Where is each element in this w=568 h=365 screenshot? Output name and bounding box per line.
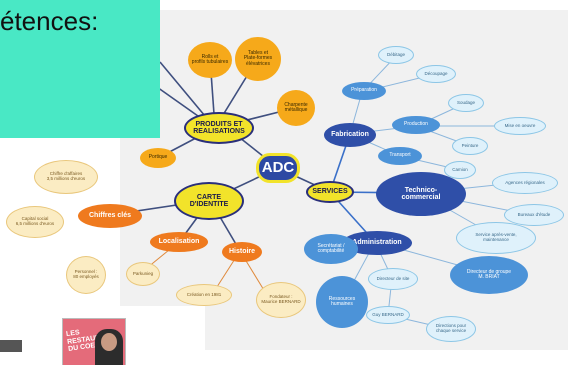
center-node-adc: ADC [256,153,300,183]
person-face [101,333,117,351]
node-capital-social: Capital social 6,5 millions d'euros [6,206,64,238]
branch-carte: CARTE D'IDENTITE [174,182,244,220]
node-transport: Transport [378,147,422,165]
left-edge-image-sliver [0,340,22,352]
node-production: Production [392,116,440,134]
node-debitage: Débitage [378,46,414,64]
node-chiffre-affaires: Chiffre d'affaires 3,5 millions d'euros [34,160,98,194]
branch-services: SERVICES [306,181,354,203]
node-guy-bernard: Guy BERNARD [366,306,410,324]
node-chiffres-cles: Chiffres clés [78,204,142,228]
node-portique: Portique [140,148,176,168]
title-box: étences: [0,0,160,138]
photo-panel: LES RESTAURANTS DU COEUR [0,306,205,365]
node-parking: Parkunieg [126,262,160,286]
node-personnel: Personnel : 80 employés [66,256,106,294]
node-preparation: Préparation [342,82,386,100]
node-peinture: Peinture [452,137,488,155]
node-technico-commercial: Technico- commercial [376,172,466,216]
node-bureaux-etude: Bureaux d'étude [504,204,564,226]
node-camion: Camion [444,161,476,179]
node-tables: Tables et Plate-formes élévatrices [235,37,281,81]
node-sav: Service après-vente, maintenance [456,222,536,254]
node-histoire: Histoire [222,242,262,262]
slide-title: étences: [0,6,99,36]
node-secretariat: Secrétariat / comptabilité [304,234,358,264]
branch-produits: PRODUITS ET REALISATIONS [184,112,254,144]
node-soudage: Soudage [448,94,484,112]
node-creation: Création en 1981 [176,284,232,306]
node-charpente: Charpente métallique [277,90,315,126]
mind-map-canvas: ADC PRODUITS ET REALISATIONS Rolls et pr… [6,10,568,350]
node-rolls: Rolls et profils tubulaires [188,42,232,78]
node-fabrication: Fabrication [324,123,376,147]
node-directeur-groupe: Directeur de groupe M. BRIAT [450,256,528,294]
node-localisation: Localisation [150,232,208,252]
node-decoupage: Découpage [416,65,456,83]
restos-du-coeur-photo: LES RESTAURANTS DU COEUR [62,318,126,365]
node-ressources-humaines: Ressources humaines [316,276,368,328]
node-directeur-site: Directeur de site [368,268,418,290]
node-directions: Directions pour chaque service [426,316,476,342]
node-agences-regionales: Agences régionales [492,172,558,194]
node-fondateur: Fondateur : Maurice BERNARD [256,282,306,318]
node-mise-en-oeuvre: Mise en oeuvre [494,117,546,135]
